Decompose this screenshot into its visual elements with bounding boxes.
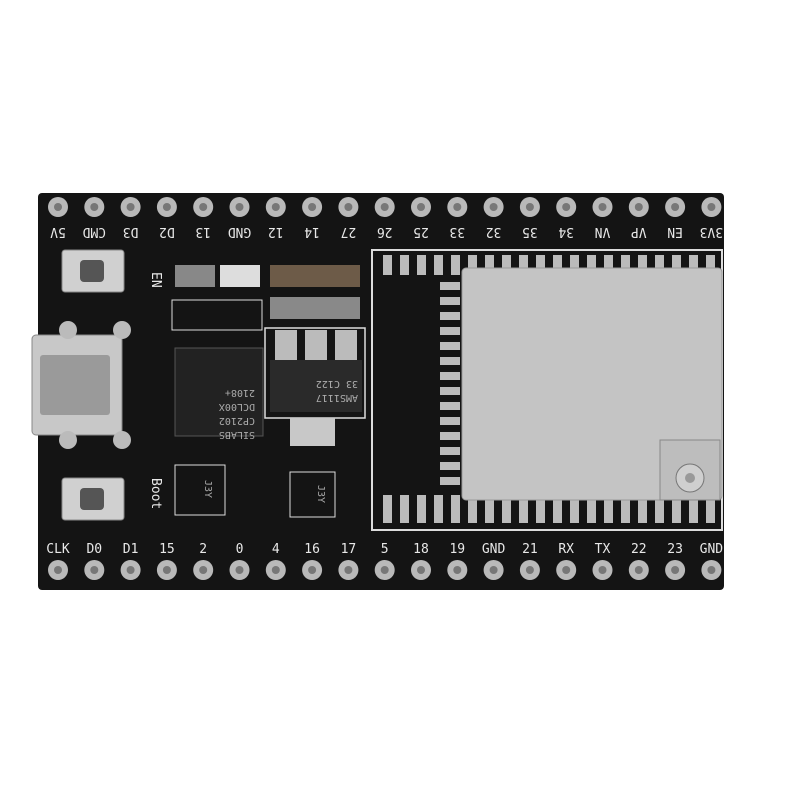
svg-text:2108+: 2108+ <box>225 387 255 398</box>
pin-label: D2 <box>159 224 175 239</box>
pin-label: 0 <box>236 542 244 557</box>
pin-label: 12 <box>268 224 284 239</box>
ams1117-regulator <box>270 360 362 412</box>
pin-label: 2 <box>199 542 207 557</box>
transistor-1 <box>174 464 226 516</box>
svg-text:SILABS: SILABS <box>219 429 255 440</box>
bottom-header-pins <box>48 560 722 580</box>
pin-label: 21 <box>522 542 538 557</box>
pin-label: D3 <box>123 224 139 239</box>
pin-label: VP <box>631 224 647 239</box>
pin-label: D0 <box>86 542 102 557</box>
pin-label: 5V <box>50 224 66 239</box>
pin-label: 3V3 <box>700 224 723 239</box>
pin-label: 4 <box>272 542 280 557</box>
pin-label: TX <box>595 542 611 557</box>
pin-label: 27 <box>341 224 357 239</box>
pin-label: 13 <box>195 224 211 239</box>
svg-text:33 C122: 33 C122 <box>316 378 358 389</box>
pin-label: 32 <box>486 224 502 239</box>
svg-text:AMS1117: AMS1117 <box>316 392 358 403</box>
pin-label: 22 <box>631 542 647 557</box>
pin-label: GND <box>700 542 724 557</box>
pin-label: 35 <box>522 224 538 239</box>
pin-label: VN <box>595 224 611 239</box>
pin-label: 17 <box>341 542 357 557</box>
transistor-2 <box>289 471 336 518</box>
pin-label: CMD <box>82 224 106 239</box>
pin-label: 34 <box>558 224 574 239</box>
top-header-pins <box>48 197 722 217</box>
svg-text:J3Y: J3Y <box>202 480 213 498</box>
module-pads <box>383 255 715 523</box>
pin-label: EN <box>667 224 683 239</box>
svg-text:DCL00X: DCL00X <box>219 401 255 412</box>
pin-label: GND <box>482 542 506 557</box>
cp2102-chip <box>174 347 264 437</box>
pin-label: 25 <box>413 224 429 239</box>
svg-text:CP2102: CP2102 <box>219 415 255 426</box>
pin-label: 15 <box>159 542 175 557</box>
en-label: EN <box>148 272 163 288</box>
svg-text:J3Y: J3Y <box>315 485 326 503</box>
esp32-shield-can <box>461 267 723 501</box>
pin-label: 14 <box>304 224 320 239</box>
pin-label: 33 <box>449 224 465 239</box>
pin-label: 5 <box>381 542 389 557</box>
pin-label: 23 <box>667 542 683 557</box>
boot-label: Boot <box>148 478 163 509</box>
pin-label: 26 <box>377 224 393 239</box>
pin-label: CLK <box>46 542 70 557</box>
top-pin-labels: 5V CMD D3 D2 13 GND 12 14 27 26 25 33 32 35 34 VN VP EN 3V… <box>50 224 723 239</box>
pin-label: 16 <box>304 542 320 557</box>
pin-label: 19 <box>449 542 465 557</box>
bottom-pin-labels: CLK D0 D1 15 2 0 4 16 17 5 18 19 GND 21 RX TX 22 23 GND <box>46 542 723 557</box>
pin-label: GND <box>228 224 252 239</box>
pin-label: 18 <box>413 542 429 557</box>
pin-label: RX <box>558 542 574 557</box>
pin-label: D1 <box>123 542 139 557</box>
